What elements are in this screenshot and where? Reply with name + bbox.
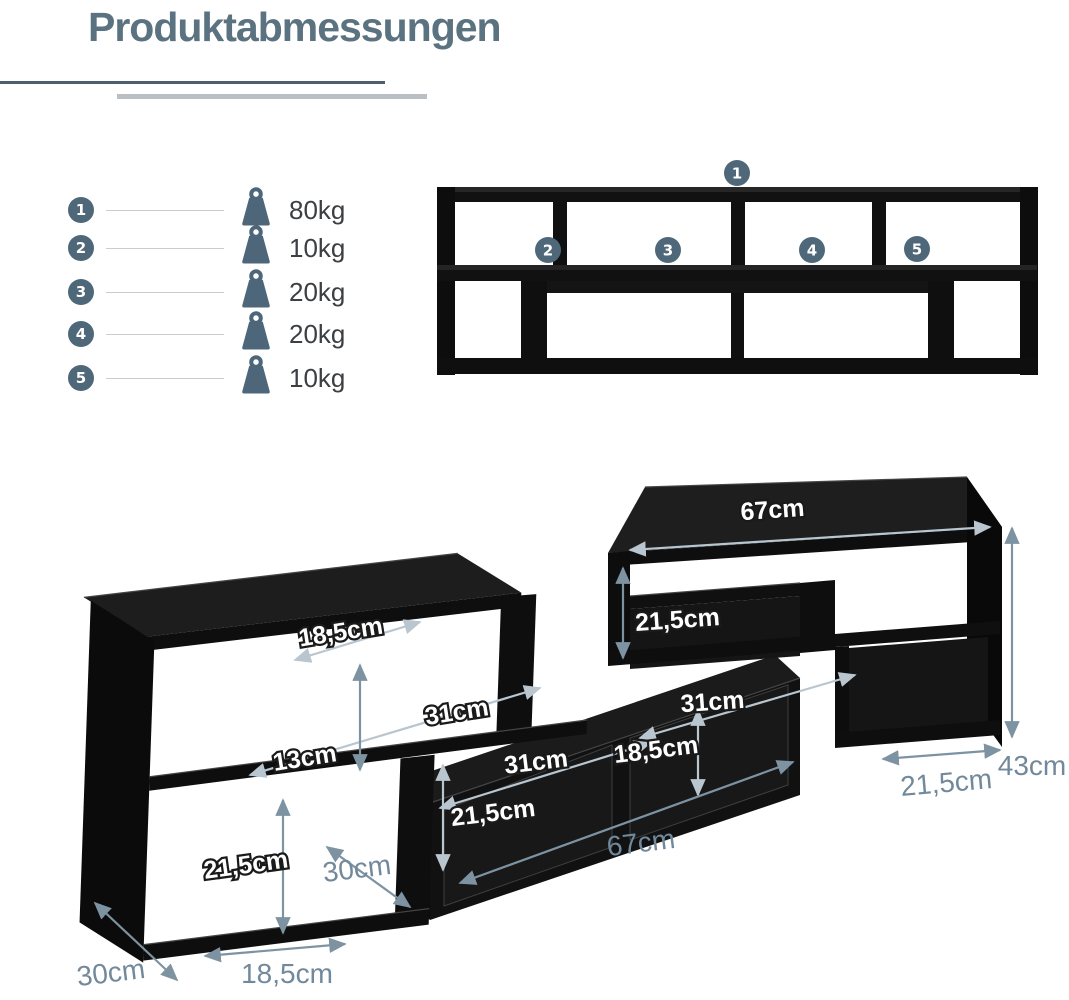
dimension-label: 21,5cm	[634, 603, 721, 637]
weight-icon	[242, 187, 270, 226]
legend-row: 2 10kg	[68, 225, 346, 264]
load-capacity-legend: 1 80kg 2 10kg 3 20kg 4 20kg 5 10kg	[68, 187, 368, 406]
assembled-view-illustration: 1 2 3 4 5	[437, 160, 1038, 375]
legend-row: 5 10kg	[68, 355, 346, 394]
part-badge-number: 4	[807, 242, 817, 260]
dimension-label: 21,5cm	[202, 845, 290, 885]
legend-leader-line	[106, 377, 224, 379]
part-badge-number: 5	[912, 241, 922, 259]
part-number-badges: 1 2 3 4 5	[535, 160, 930, 263]
part-badge-number: 3	[663, 242, 673, 260]
dimension-label: 30cm	[75, 953, 147, 992]
legend-row: 4 20kg	[68, 311, 346, 350]
legend-leader-line	[106, 291, 224, 293]
legend-leader-line	[106, 247, 224, 249]
capacity-label: 10kg	[289, 232, 346, 263]
part-badge-4: 4	[799, 237, 825, 263]
dimension-label: 31cm	[680, 686, 746, 718]
dimension-label: 13cm	[271, 739, 339, 777]
dimension-labels: 67cm 21,5cm 18,5cm 31cm 31cm 13cm 31cm 1…	[75, 492, 1066, 993]
part-badge-3: 3	[655, 237, 681, 263]
legend-leader-line	[106, 333, 224, 335]
dimension-label: 43cm	[998, 750, 1066, 781]
part-number-badge: 3	[68, 279, 94, 305]
capacity-label: 80kg	[289, 194, 346, 225]
part-number-badge: 1	[68, 197, 94, 223]
legend-row: 1 80kg	[68, 187, 346, 226]
part-number-badge: 2	[68, 235, 94, 261]
dimension-label: 67cm	[740, 494, 806, 526]
dimension-label: 21,5cm	[899, 763, 993, 802]
capacity-label: 10kg	[289, 362, 346, 393]
capacity-label: 20kg	[289, 318, 346, 349]
legend-row: 3 20kg	[68, 269, 346, 308]
title-underline-primary	[0, 81, 385, 84]
weight-icon	[242, 355, 270, 394]
part-badge-5: 5	[904, 236, 930, 262]
part-number-badge: 5	[68, 365, 94, 391]
title-underline-secondary	[117, 94, 427, 99]
part-number-badge: 4	[68, 321, 94, 347]
dimension-arrows	[93, 520, 1020, 982]
part-badge-1: 1	[724, 160, 750, 186]
part-badge-2: 2	[535, 237, 561, 263]
part-badge-number: 1	[732, 165, 742, 183]
weight-icon	[242, 311, 270, 350]
legend-leader-line	[106, 209, 224, 211]
capacity-label: 20kg	[289, 276, 346, 307]
dimension-view-illustration: 67cm 21,5cm 18,5cm 31cm 31cm 13cm 31cm 1…	[75, 476, 1066, 993]
dimension-label: 31cm	[423, 693, 491, 731]
dimension-label: 30cm	[321, 849, 393, 888]
page-title: Produktabmessungen	[88, 4, 502, 50]
part-badge-number: 2	[543, 242, 553, 260]
dimension-label: 18,5cm	[241, 958, 333, 989]
weight-icon	[242, 269, 270, 308]
weight-icon	[242, 225, 270, 264]
assembled-tv-stand-shape	[437, 187, 1038, 375]
